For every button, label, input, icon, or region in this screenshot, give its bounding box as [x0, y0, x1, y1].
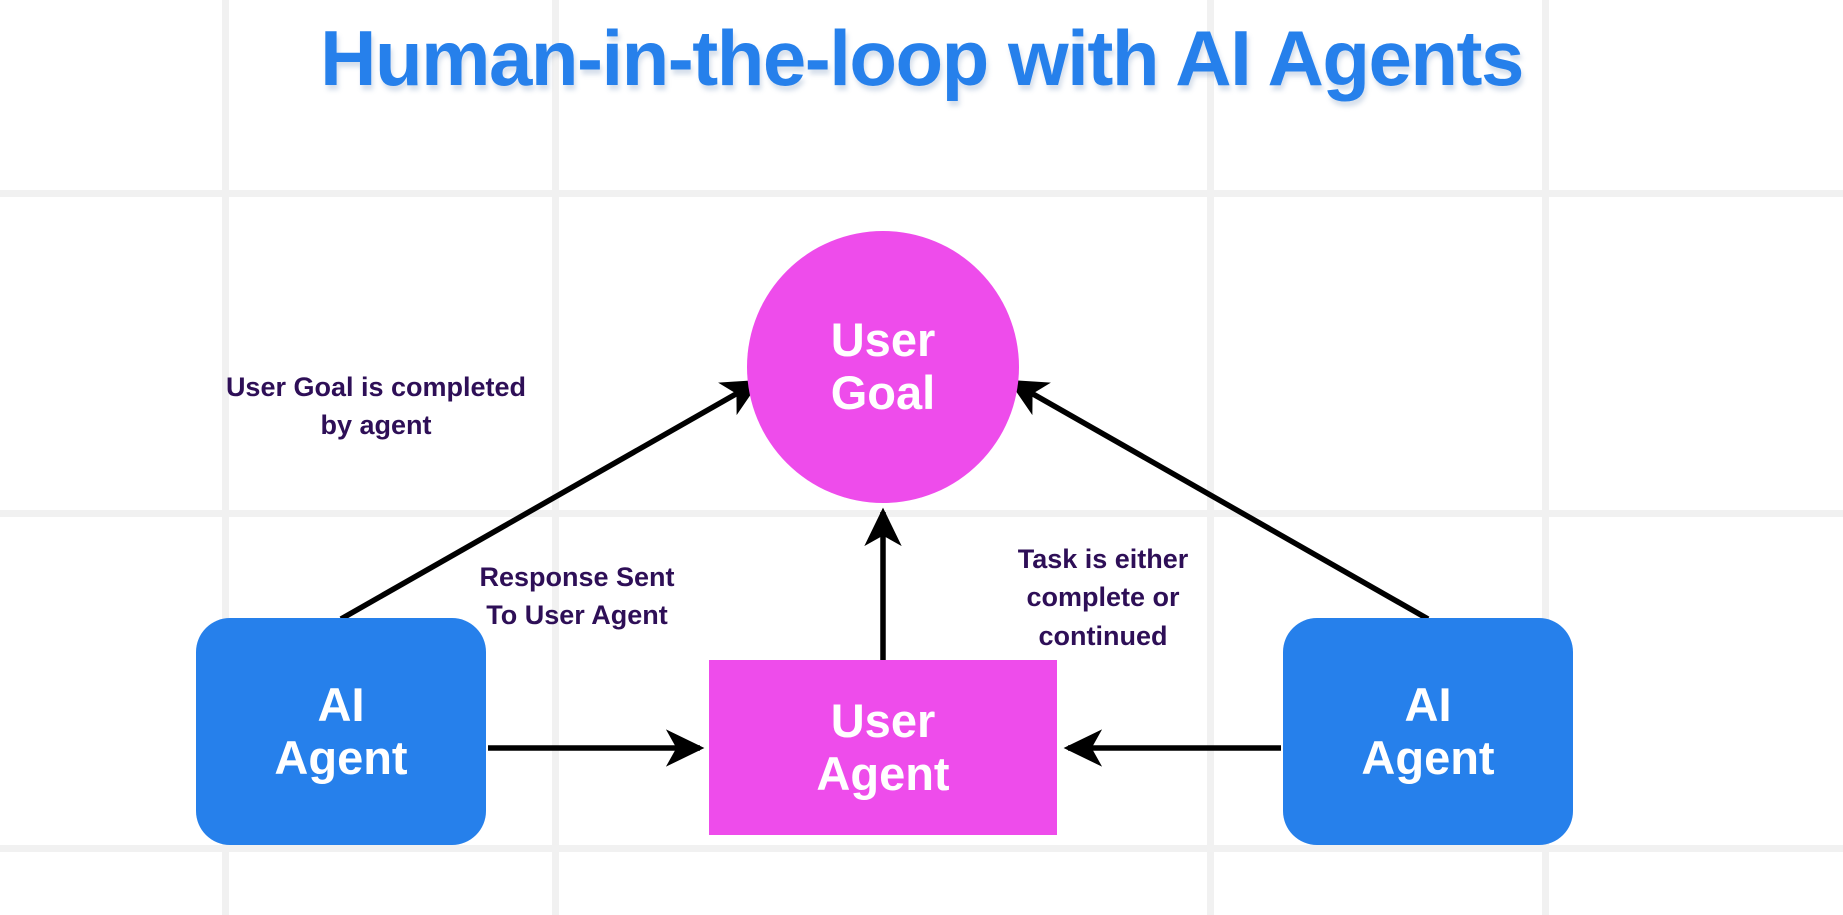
node-user-goal[interactable]: User Goal [747, 231, 1019, 503]
node-ai-agent-left[interactable]: AI Agent [196, 618, 486, 845]
node-user-agent[interactable]: User Agent [709, 660, 1057, 835]
edge-label-response-sent: Response Sent To User Agent [479, 562, 675, 631]
page-title: Human-in-the-loop with AI Agents [320, 14, 1524, 102]
edge-ai-agent-right-to-user-goal [1008, 379, 1430, 622]
node-ai-agent-right[interactable]: AI Agent [1283, 618, 1573, 845]
edge-label-goal-completed: User Goal is completed by agent [225, 372, 527, 441]
edge-ai-agent-left-to-user-goal [339, 379, 761, 622]
edge-label-task-status: Task is either complete or continued [1017, 544, 1189, 651]
